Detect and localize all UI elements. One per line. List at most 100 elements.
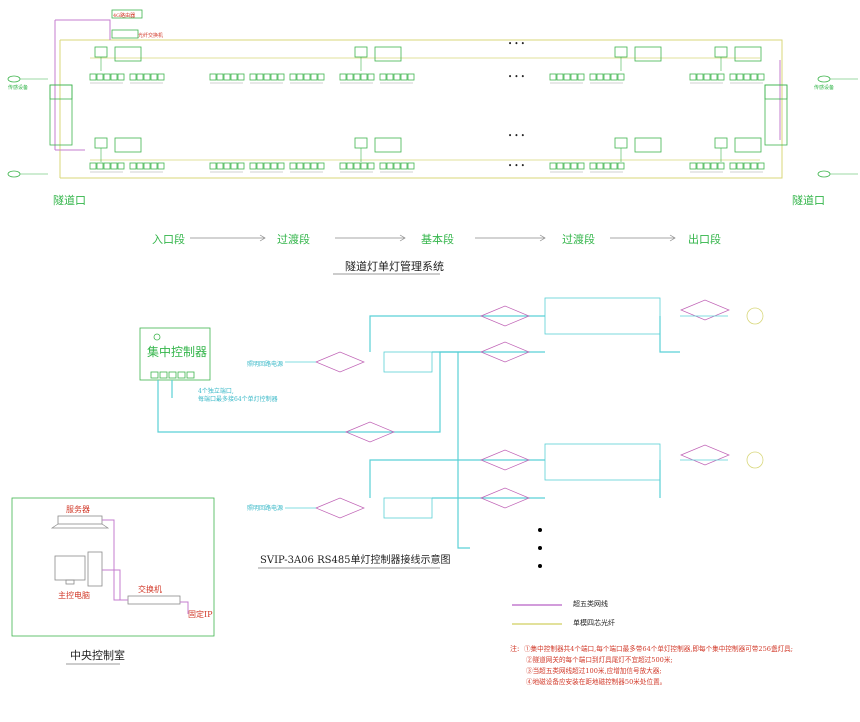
lamp-controller-1-6-0 [379, 162, 387, 170]
lamp-controller-0-3-3 [270, 73, 278, 81]
continuation-dot-2 [538, 564, 542, 568]
lamp-controller-1-9-1 [696, 162, 704, 170]
cable-upper-a [369, 315, 545, 352]
lamp-controller-0-2-4 [237, 73, 245, 81]
link-switch-ip [180, 601, 189, 614]
control-room-title: 中央控制室 [70, 649, 125, 662]
lamp-controller-0-9-0 [689, 73, 697, 81]
lamp-controller-0-7-2 [563, 73, 571, 81]
controller-note-2: 每端口最多接64个单灯控制器 [198, 396, 278, 403]
lamp-controller-0-5-2 [353, 73, 361, 81]
lamp-controller-1-5-2 [353, 162, 361, 170]
lamp-controller-1-2-4 [237, 162, 245, 170]
server-base [50, 523, 110, 529]
lamp-1 [746, 307, 764, 325]
lamp-controller-0-1-4 [157, 73, 165, 81]
lamp-controller-0-9-2 [703, 73, 711, 81]
lamp-controller-0-9-3 [710, 73, 718, 81]
section-arrowhead-2 [539, 234, 546, 242]
lamp-controller-0-1-0 [129, 73, 137, 81]
lamp-controller-0-4-2 [303, 73, 311, 81]
note-line-2: ②隧道网关的每个端口到灯具尾灯不宜超过500米; [526, 656, 673, 664]
tunnel-node-6 [614, 137, 628, 149]
cable-router [55, 19, 111, 40]
continuation-dot-1 [538, 546, 542, 550]
controller-port-1 [159, 371, 168, 379]
tunnel-node-1 [354, 46, 368, 58]
lamp-controller-0-2-1 [216, 73, 224, 81]
tunnel-node-0 [94, 46, 108, 58]
lamp-controller-0-2-0 [209, 73, 217, 81]
lamp-controller-1-0-1 [96, 162, 104, 170]
lamp-controller-1-3-2 [263, 162, 271, 170]
lamp-controller-0-7-4 [577, 73, 585, 81]
lamp-controller-0-9-1 [696, 73, 704, 81]
lamp-controller-0-10-2 [743, 73, 751, 81]
lamp-controller-0-5-1 [346, 73, 354, 81]
lamp-controller-1-5-0 [339, 162, 347, 170]
switch-label: 交换机 [138, 585, 162, 594]
lamp-controller-0-10-1 [736, 73, 744, 81]
fiber-loop [60, 39, 783, 179]
lamp-controller-1-0-4 [117, 162, 125, 170]
link-server-switch [102, 519, 128, 601]
lamp-controller-1-1-2 [143, 162, 151, 170]
section-arrowhead-1 [399, 234, 406, 242]
lamp-controller-0-9-4 [717, 73, 725, 81]
lamp-controller-0-8-3 [610, 73, 618, 81]
lamp-controller-1-10-2 [743, 162, 751, 170]
lamp-controller-2 [383, 497, 433, 519]
tunnel-gateway-4 [114, 137, 142, 153]
lamp-controller-1-7-1 [556, 162, 564, 170]
lamp-controller-1-0-0 [89, 162, 97, 170]
tunnel-node-3 [714, 46, 728, 58]
controller-led [153, 333, 161, 341]
lamp-controller-0-6-4 [407, 73, 415, 81]
lamp-controller-1-8-0 [589, 162, 597, 170]
section-arrowhead-0 [259, 234, 266, 242]
tunnel-node-7 [714, 137, 728, 149]
lamp-controller-1-3-4 [277, 162, 285, 170]
lamp-controller-1-4-1 [296, 162, 304, 170]
sensor-device-3 [817, 170, 831, 178]
lamp-controller-1-9-4 [717, 162, 725, 170]
lamp-controller-1-4-0 [289, 162, 297, 170]
tunnel-node-5 [354, 137, 368, 149]
computer-monitor [54, 555, 86, 581]
lamp-2 [746, 451, 764, 469]
legend-cable-label: 超五类网线 [573, 600, 608, 608]
continuation-dot-0 [538, 528, 542, 532]
ellipsis-row-4: • • • [508, 162, 525, 170]
tunnel-gateway-7 [734, 137, 762, 153]
sensor-device-left-label: 传感设备 [8, 85, 29, 91]
lamp-controller-1-10-3 [750, 162, 758, 170]
lamp-controller-1-1-4 [157, 162, 165, 170]
lamp-controller-0-5-0 [339, 73, 347, 81]
lamp-controller-1-3-0 [249, 162, 257, 170]
router-label: 4G路由器 [113, 13, 136, 19]
tunnel-gateway-0 [114, 46, 142, 62]
lamp-controller-0-4-4 [317, 73, 325, 81]
lamp-controller-1-7-0 [549, 162, 557, 170]
lamp-controller-1-7-2 [563, 162, 571, 170]
lamp-controller-1-2-0 [209, 162, 217, 170]
tunnel-gateway-6 [634, 137, 662, 153]
section-transition-2: 过渡段 [562, 233, 595, 246]
lamp-controller-0-0-3 [110, 73, 118, 81]
controller-port-4 [186, 371, 195, 379]
lamp-controller-1-9-0 [689, 162, 697, 170]
controller-label: 集中控制器 [147, 345, 208, 359]
lamp-controller-1-1-0 [129, 162, 137, 170]
lamp-controller-1-2-3 [230, 162, 238, 170]
fixed-ip-label: 固定IP [188, 610, 213, 619]
lamp-controller-0-0-2 [103, 73, 111, 81]
lamp-controller-0-7-3 [570, 73, 578, 81]
lamp-controller-1-2-1 [216, 162, 224, 170]
server-unit [57, 515, 103, 525]
lamp-controller-0-5-4 [367, 73, 375, 81]
tunnel-gateway-2 [634, 46, 662, 62]
lamp-controller-1-9-2 [703, 162, 711, 170]
lamp-controller-0-1-2 [143, 73, 151, 81]
junction-lower-2 [480, 487, 530, 509]
left-gateway-head [49, 84, 73, 100]
